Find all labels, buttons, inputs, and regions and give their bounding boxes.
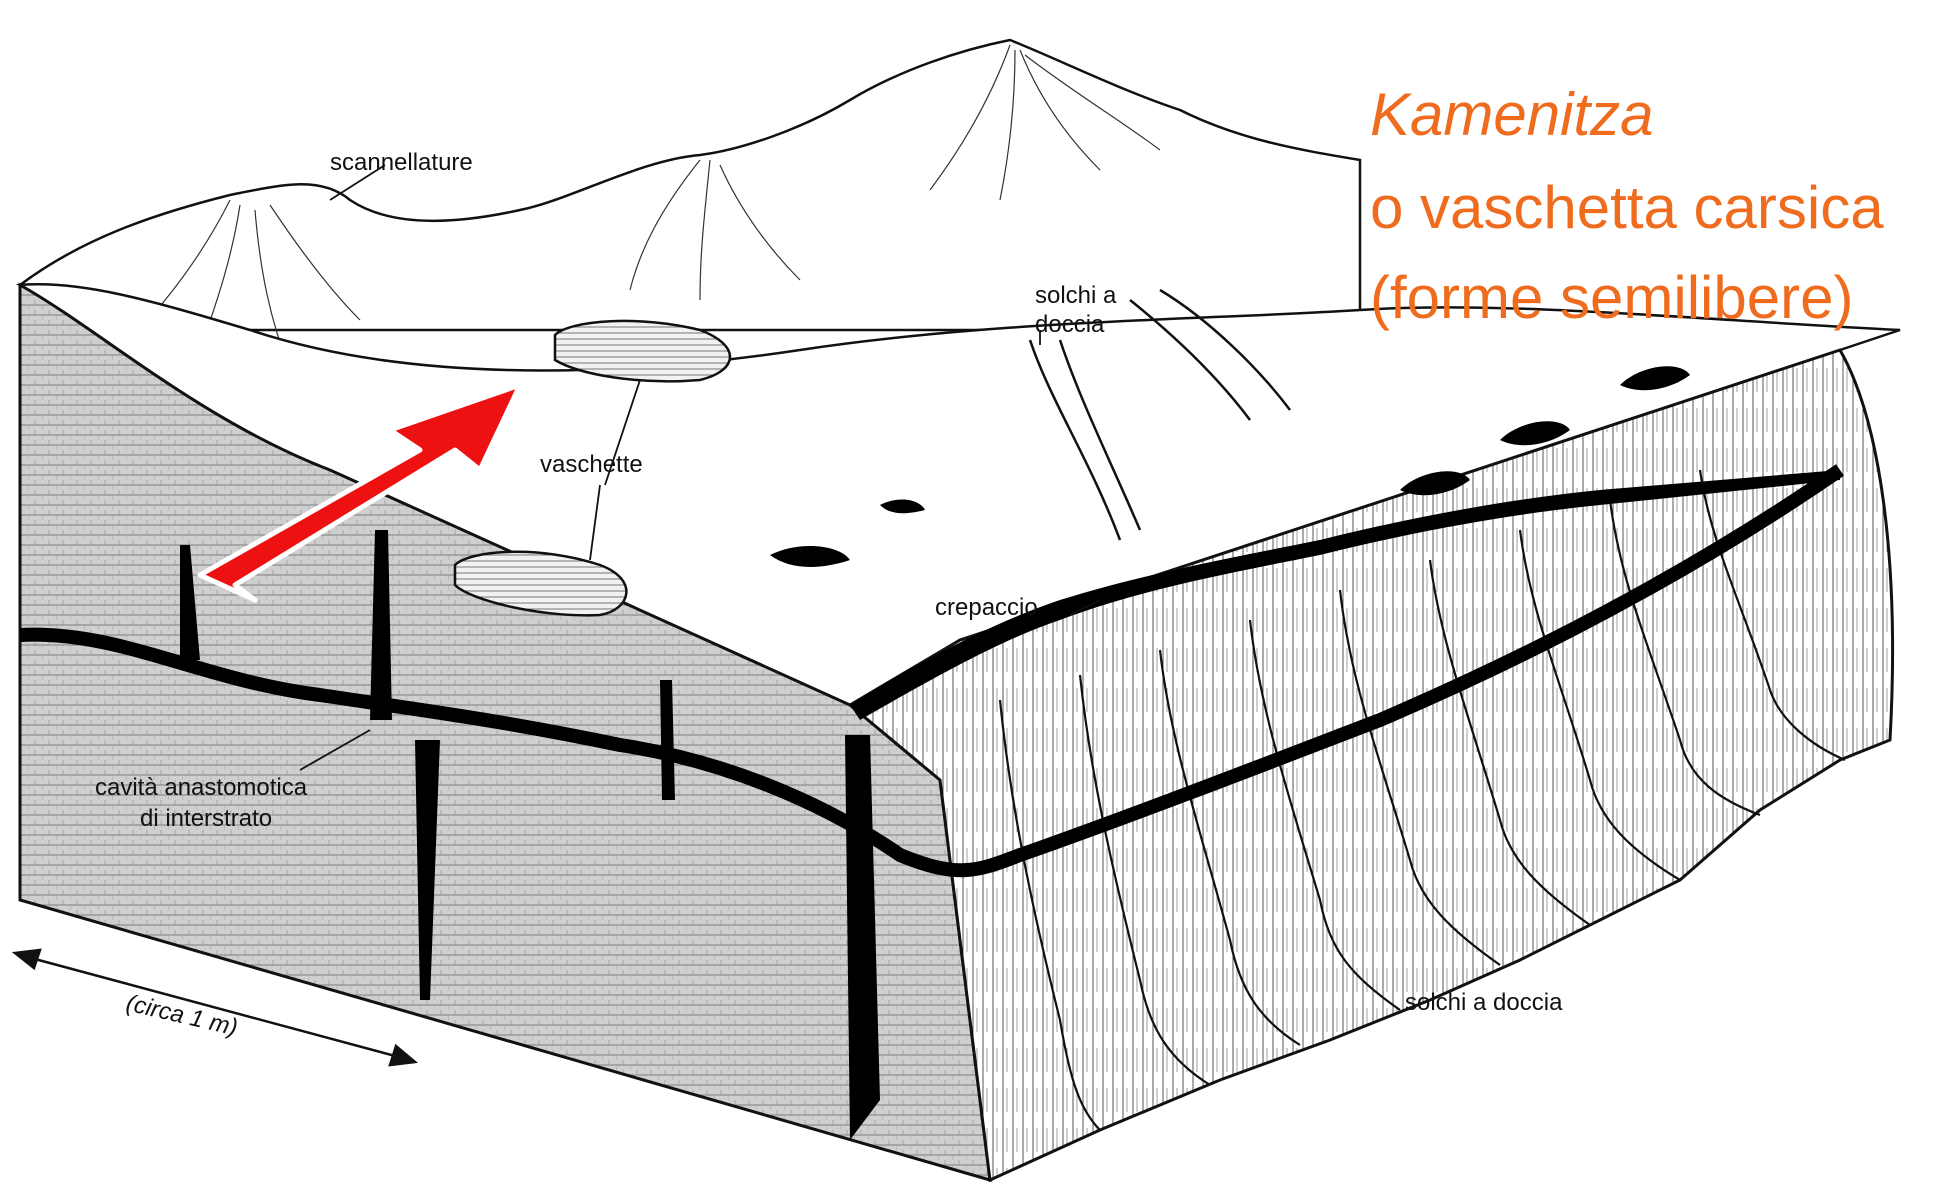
label-solchi-top-2: doccia bbox=[1035, 311, 1105, 338]
label-solchi-bottom: solchi a doccia bbox=[1405, 989, 1563, 1016]
title-line-1: Kamenitza bbox=[1370, 81, 1653, 148]
title-line-2: o vaschetta carsica bbox=[1370, 174, 1884, 241]
title-line-3: (forme semilibere) bbox=[1370, 264, 1853, 331]
label-cavita-1: cavità anastomotica bbox=[95, 774, 308, 801]
label-scannellature: scannellature bbox=[330, 149, 473, 176]
label-solchi-top-1: solchi a bbox=[1035, 282, 1117, 309]
label-vaschette: vaschette bbox=[540, 451, 643, 478]
label-cavita-2: di interstrato bbox=[140, 805, 272, 832]
label-crepaccio: crepaccio bbox=[935, 594, 1038, 621]
